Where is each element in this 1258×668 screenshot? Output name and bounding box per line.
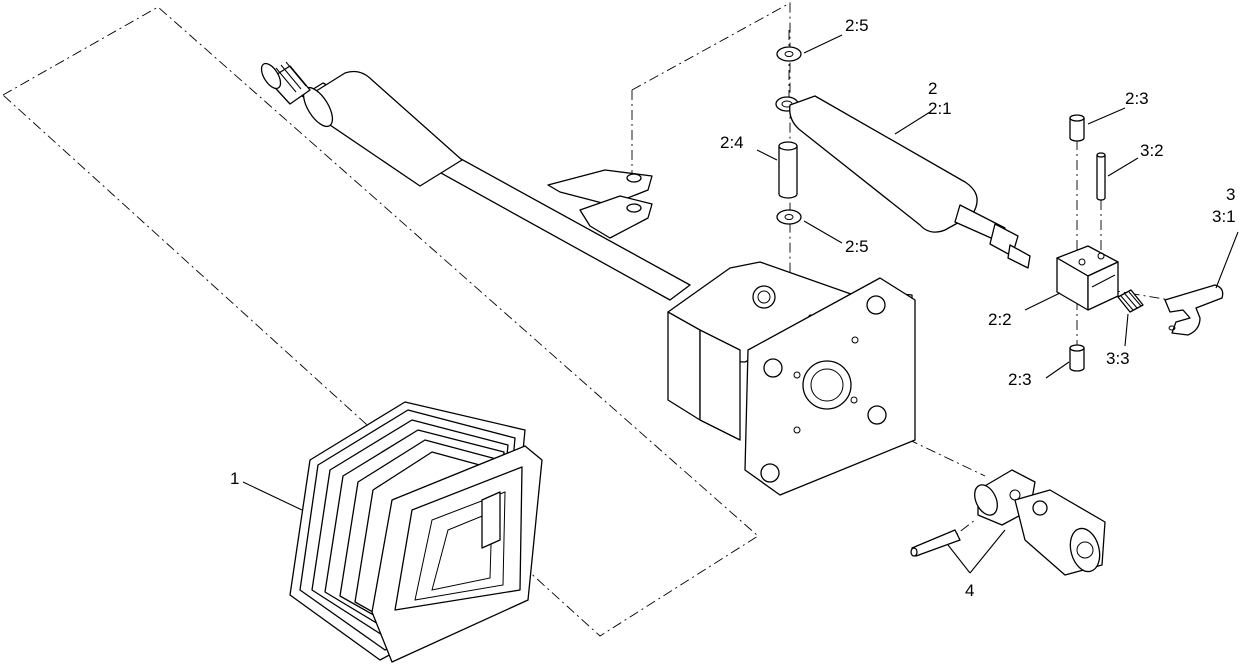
callout-1: 1 [230, 469, 239, 488]
steering-column [260, 61, 691, 301]
clevis-block [1056, 245, 1119, 311]
roll-pin [1096, 152, 1106, 201]
set-screw [1117, 289, 1144, 313]
callout-4: 4 [965, 581, 974, 600]
callout-3: 3 [1226, 185, 1235, 204]
callout-3-2: 3:2 [1140, 141, 1164, 160]
callout-2-3-top: 2:3 [1125, 89, 1149, 108]
lever-latch [1164, 284, 1224, 336]
callout-2-1: 2:1 [928, 99, 952, 118]
callout-2-5-bottom: 2:5 [845, 237, 869, 256]
washer-top [776, 46, 802, 62]
callout-3-3: 3:3 [1106, 349, 1130, 368]
pin-bottom [1069, 344, 1085, 372]
callout-2-5-top: 2:5 [845, 16, 869, 35]
callout-2-4: 2:4 [720, 133, 744, 152]
callout-2-3-bottom: 2:3 [1008, 370, 1032, 389]
mounting-bracket [667, 261, 916, 496]
callout-2-2: 2:2 [988, 310, 1012, 329]
universal-joint [910, 469, 1106, 576]
washer-bottom [776, 209, 802, 225]
spacer-sleeve [778, 141, 798, 199]
callout-3-1: 3:1 [1212, 207, 1236, 226]
pin-top [1069, 114, 1085, 142]
bellows-boot [289, 401, 543, 663]
gas-spring [775, 95, 1031, 269]
callout-labels: 1 2 2:1 2:5 2:4 2:5 2:3 3:2 3 3:1 2:2 2:… [230, 16, 1236, 600]
leader-lines [242, 34, 1239, 574]
callout-2: 2 [928, 79, 937, 98]
